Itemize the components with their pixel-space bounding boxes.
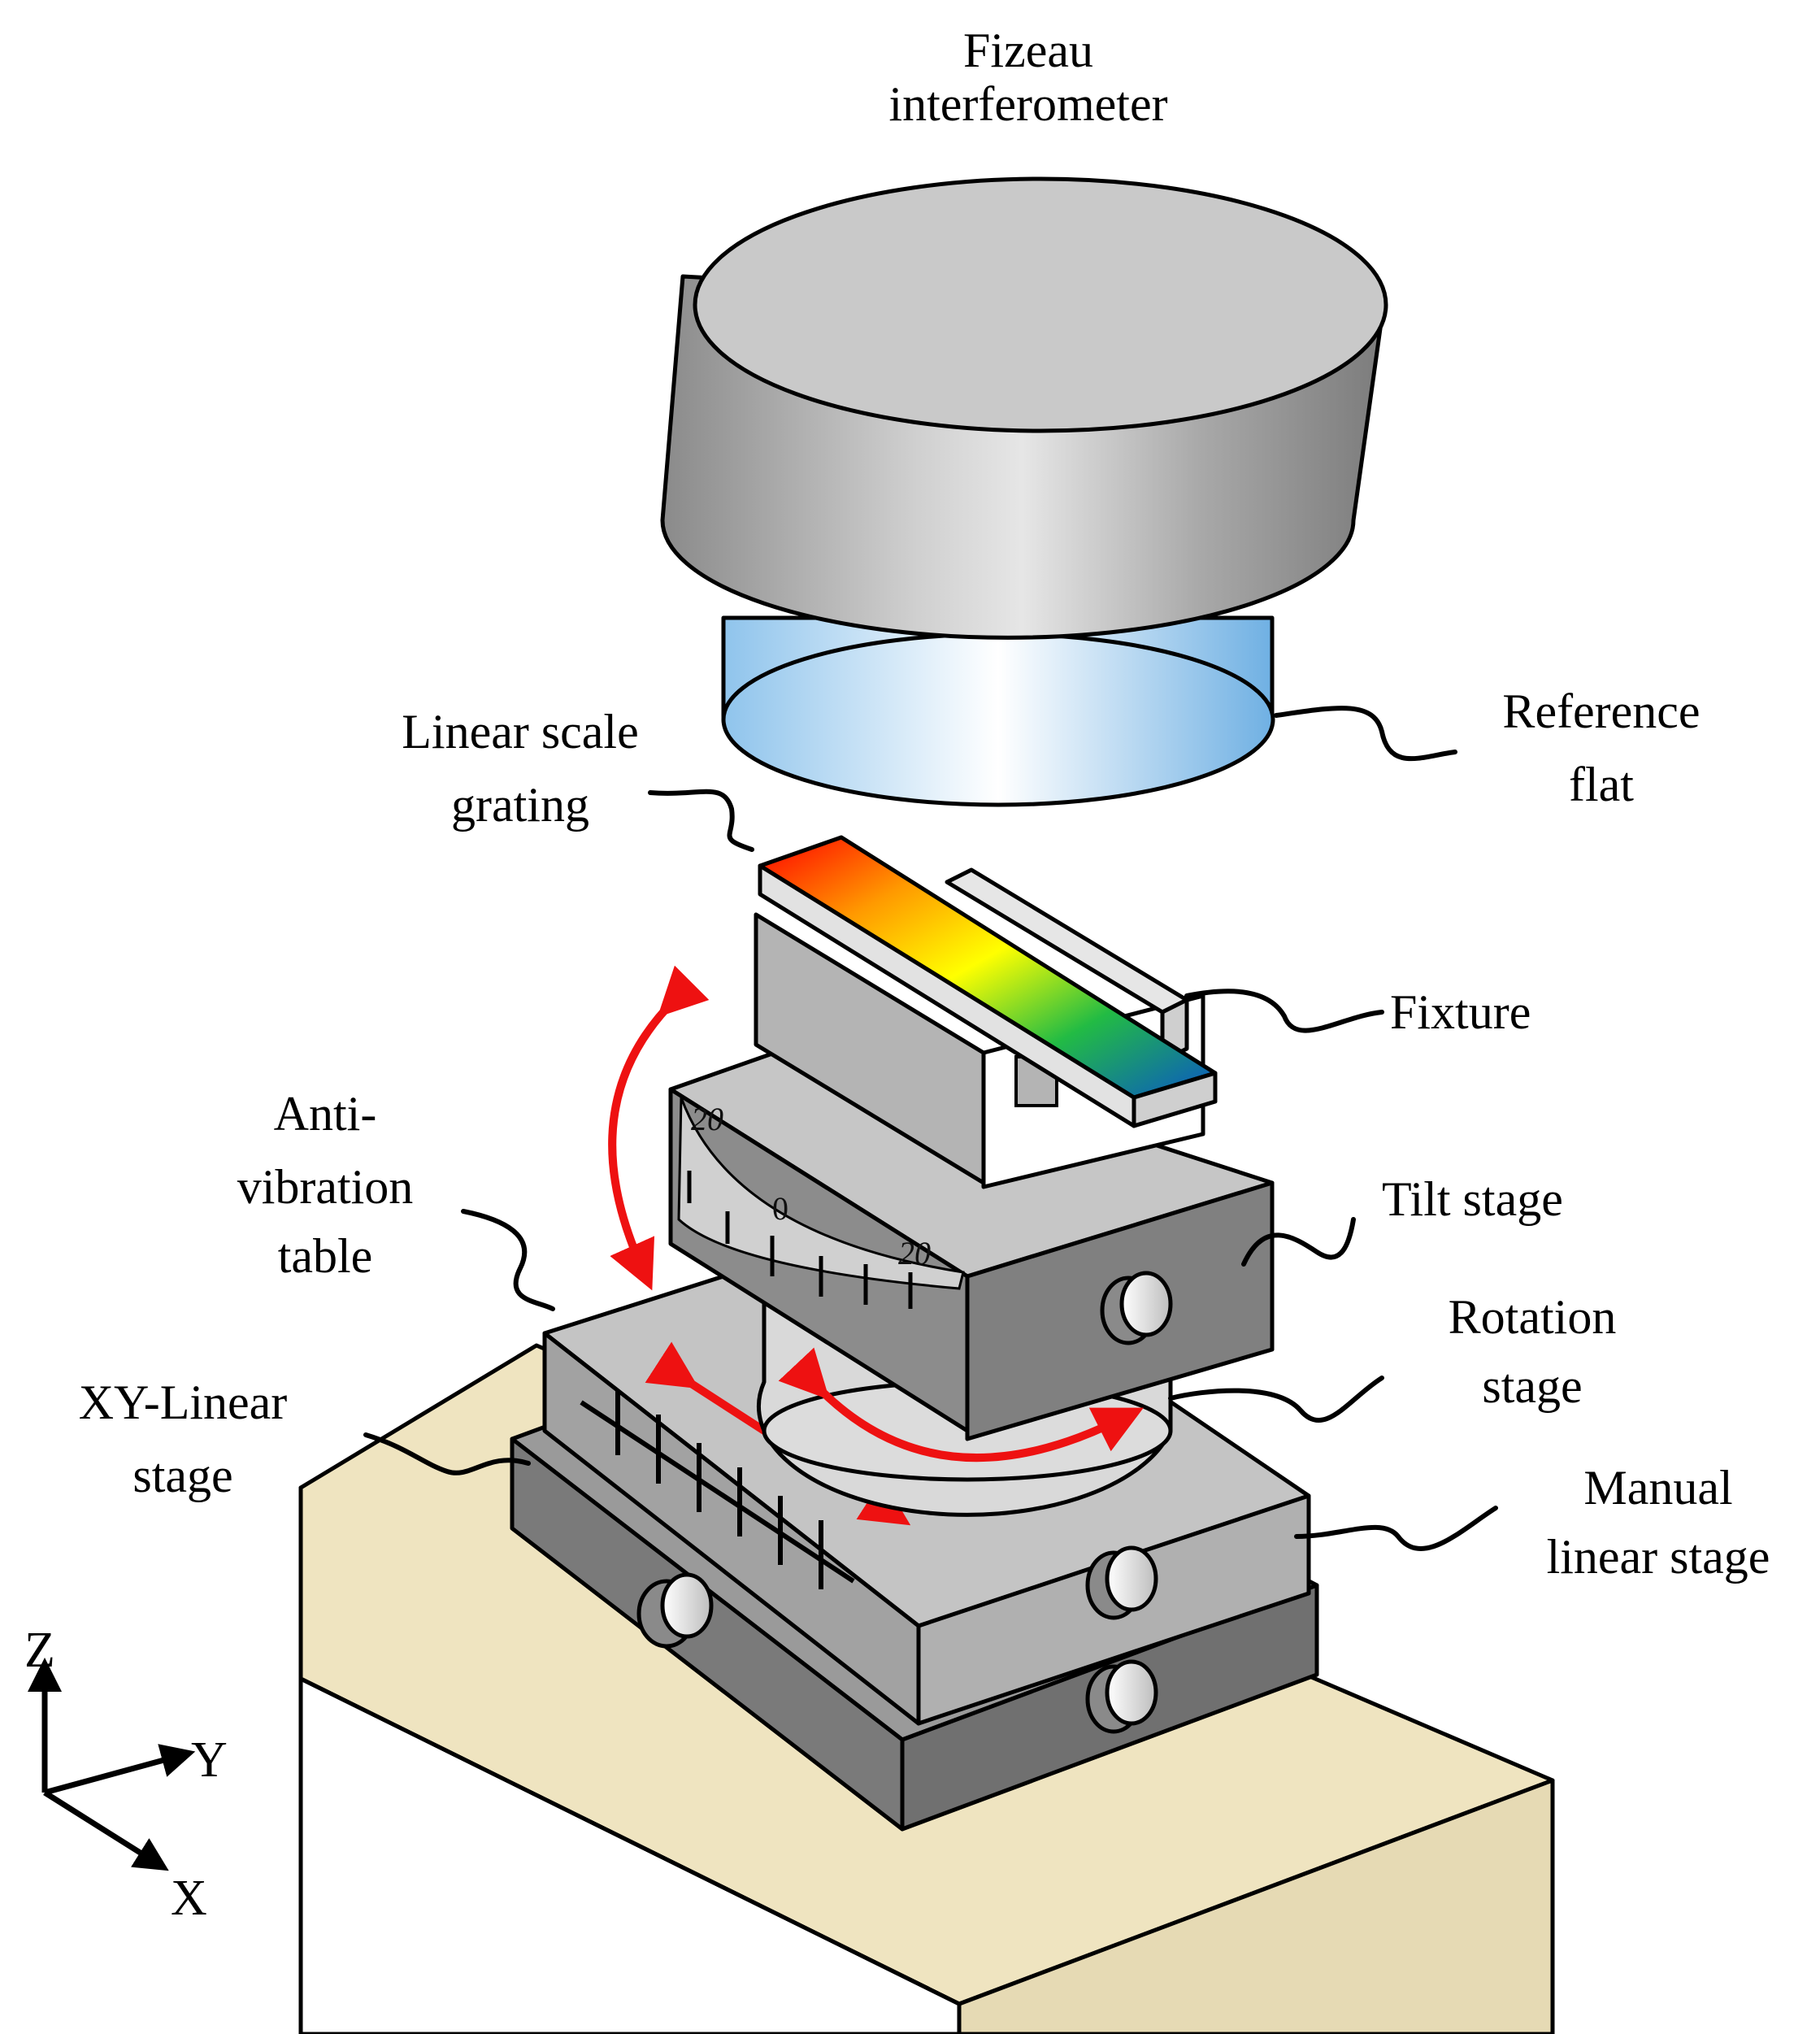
tilt-tick-center: 0: [772, 1190, 788, 1227]
tilt-protractor: [677, 1097, 965, 1290]
knob-xy-left[interactable]: [636, 1572, 714, 1649]
labels: Fizeau interferometer Reference flat Lin…: [79, 24, 1770, 1584]
knob-xy-right[interactable]: [1085, 1659, 1158, 1734]
label-anti-line1: Anti-: [274, 1087, 377, 1141]
label-tilt: Tilt stage: [1382, 1172, 1563, 1226]
axis-y-label: Y: [191, 1732, 228, 1788]
knob-manual[interactable]: [1085, 1545, 1158, 1620]
label-xy-line1: XY-Linear: [79, 1376, 288, 1429]
label-manual-line1: Manual: [1583, 1461, 1732, 1515]
label-rotation-line2: stage: [1482, 1359, 1582, 1413]
label-reference-line2: flat: [1569, 758, 1634, 811]
linear-scale-grating: [758, 835, 1218, 1128]
tilt-tick-left: 20: [691, 1101, 723, 1137]
axis-z-label: Z: [24, 1623, 55, 1678]
fizeau-interferometer: [660, 176, 1388, 807]
label-rotation-line1: Rotation: [1449, 1290, 1617, 1344]
label-anti-line2: vibration: [237, 1160, 414, 1214]
label-xy-line2: stage: [132, 1449, 232, 1502]
reference-flat-surface: [721, 632, 1275, 807]
leader-lines: [363, 706, 1498, 1551]
label-grating-line2: grating: [451, 778, 589, 832]
label-anti-line3: table: [278, 1229, 373, 1283]
tilt-tick-right: 20: [898, 1235, 931, 1271]
label-reference-line1: Reference: [1502, 685, 1700, 738]
interferometer-top: [693, 176, 1388, 433]
label-fixture: Fixture: [1390, 985, 1531, 1039]
label-fizeau-line2: interferometer: [888, 77, 1167, 131]
adjustment-knobs: [636, 1545, 1158, 1734]
rotation-arrow: [778, 1347, 1144, 1462]
axis-x-label: X: [171, 1871, 207, 1926]
label-grating-line1: Linear scale: [402, 705, 638, 758]
knob-tilt[interactable]: [1100, 1271, 1173, 1345]
tilt-arrow: [608, 965, 710, 1291]
label-manual-line2: linear stage: [1547, 1530, 1770, 1584]
label-fizeau-line1: Fizeau: [963, 24, 1093, 77]
coordinate-axes: Z Y X: [24, 1623, 228, 1926]
